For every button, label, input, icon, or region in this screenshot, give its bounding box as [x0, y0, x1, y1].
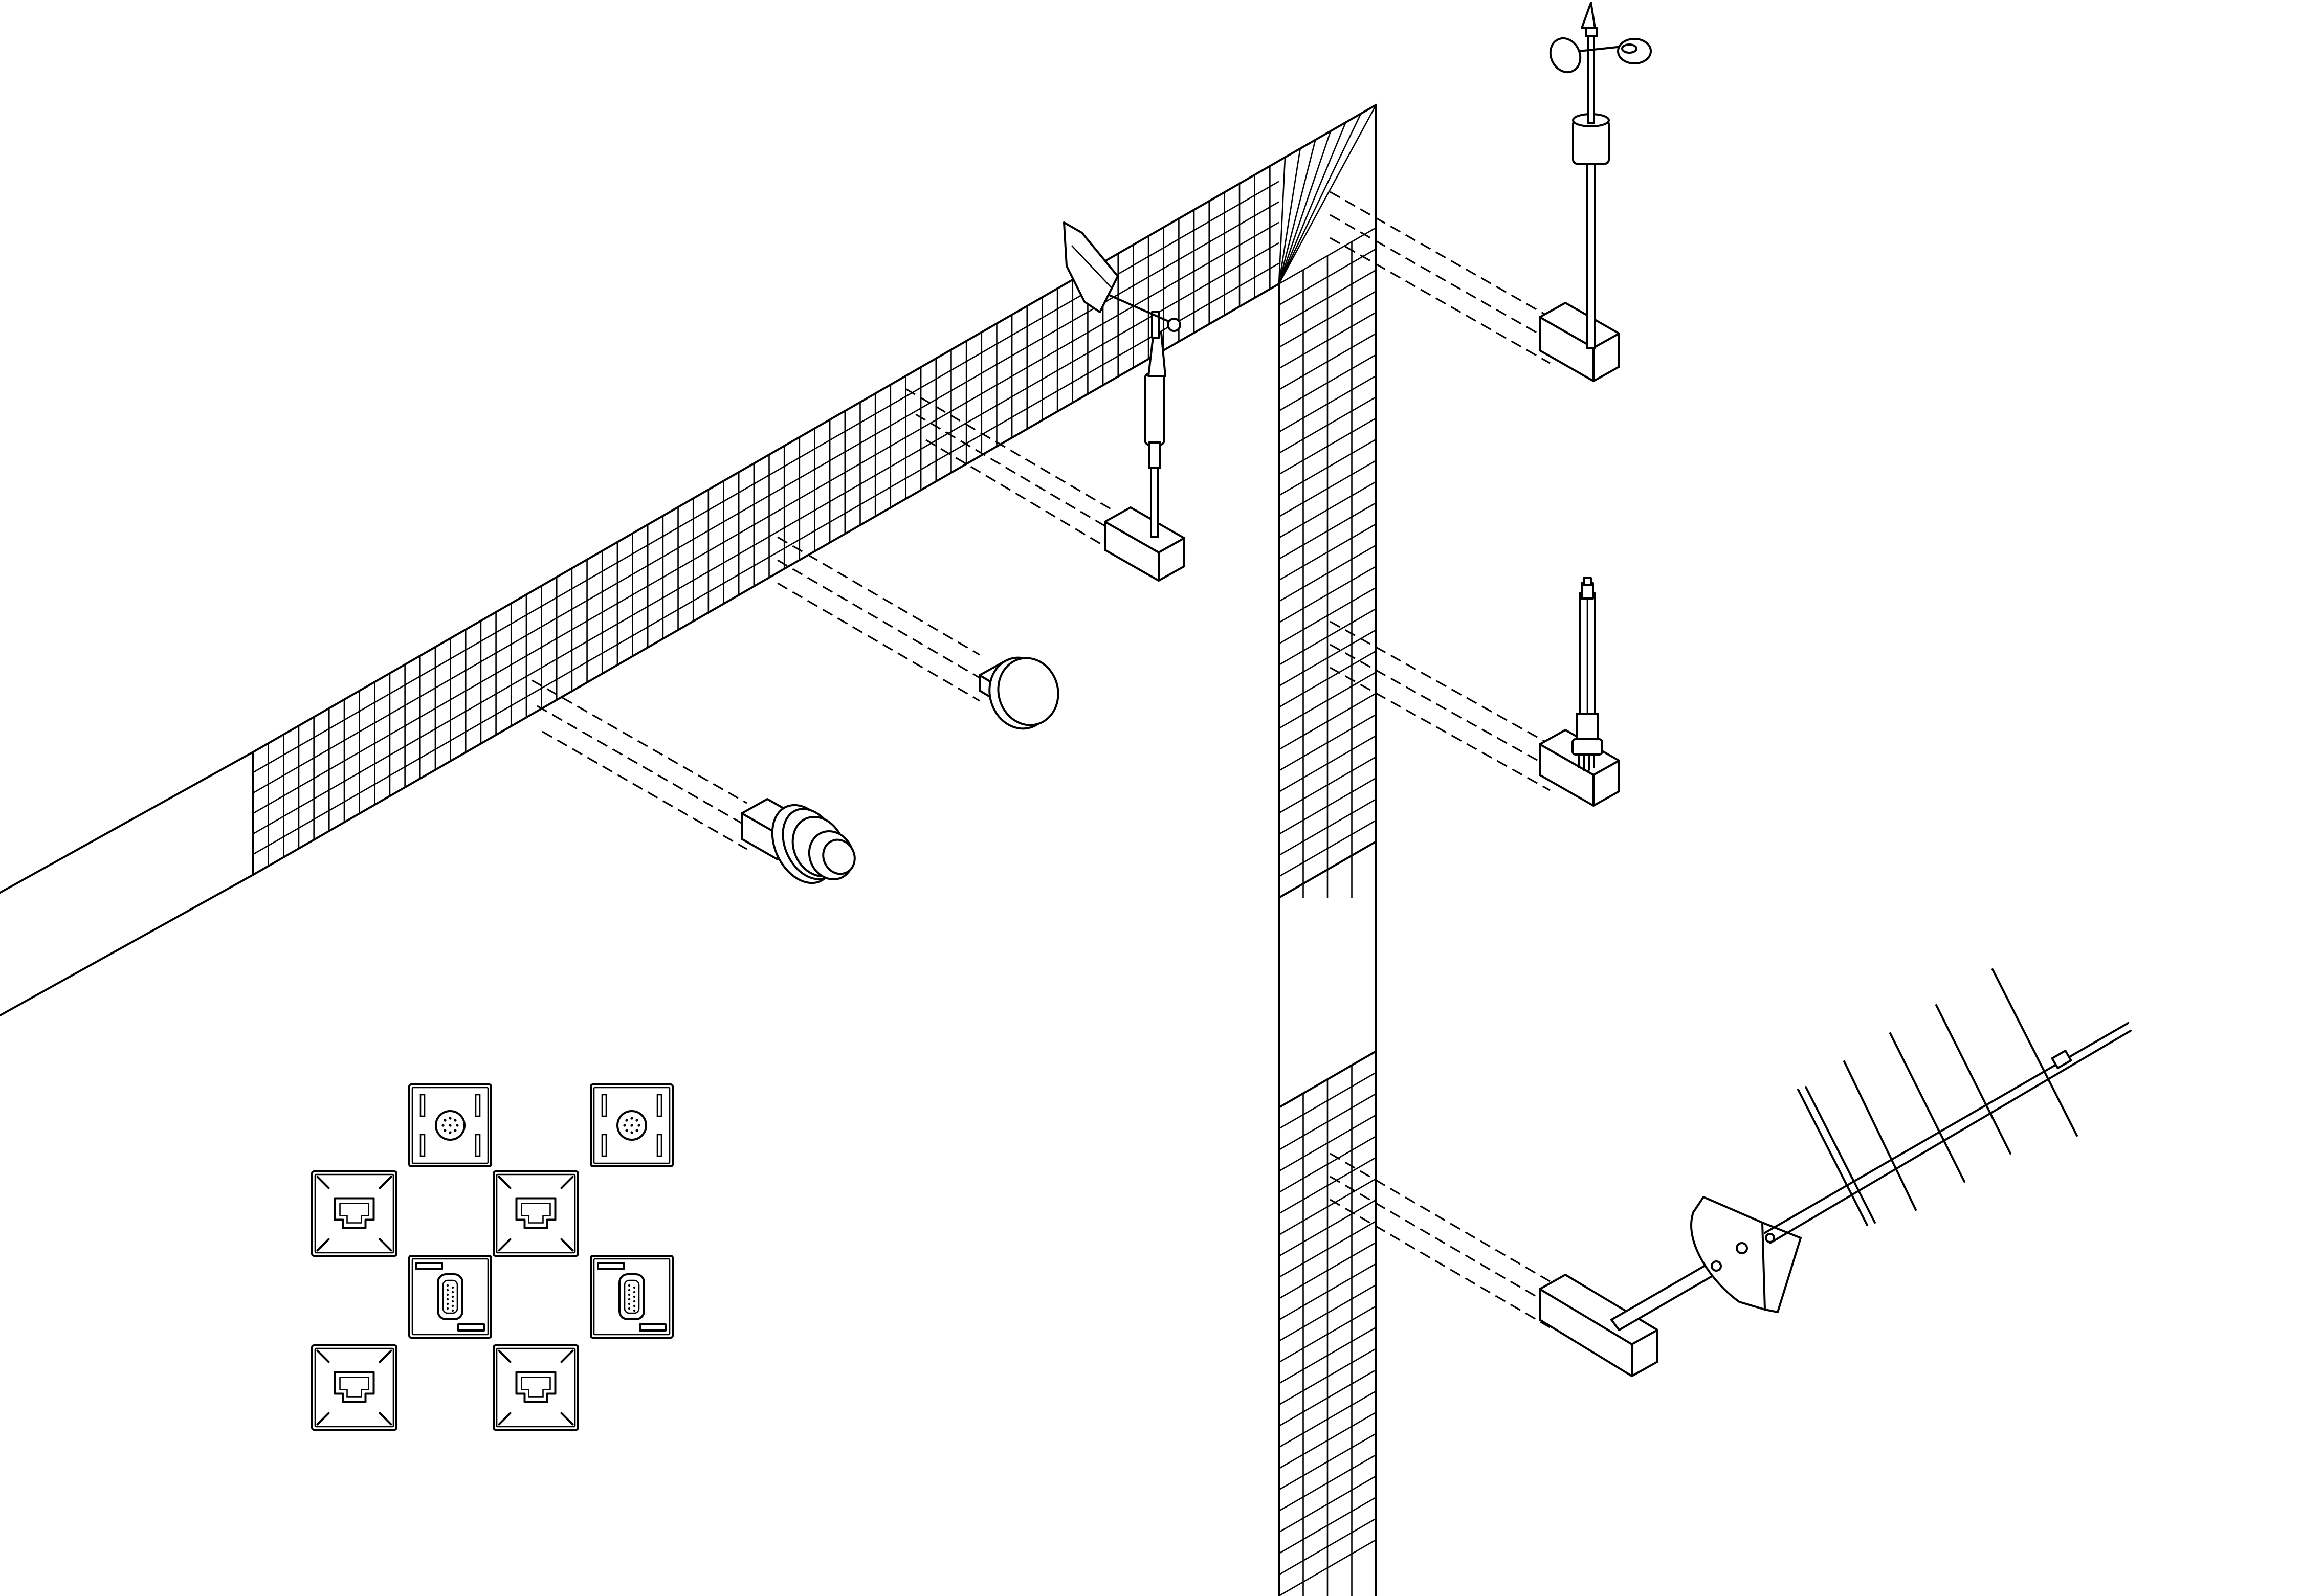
yagi-antenna — [1539, 968, 2132, 1377]
dome-sensor — [979, 656, 1059, 730]
icon-panel-round-connector — [590, 1083, 674, 1167]
temperature-probe — [1539, 577, 1620, 807]
round-connector-icon — [601, 1094, 662, 1157]
connector-icon-panels — [311, 1083, 674, 1431]
serial-port-icon — [415, 1262, 485, 1332]
mounting-guide-lines — [532, 191, 1551, 1328]
icon-panel-serial-port — [408, 1255, 492, 1339]
round-connector-icon — [419, 1094, 481, 1157]
icon-panel-rj45-port — [311, 1344, 397, 1431]
round-connector-sensor — [741, 798, 856, 884]
icon-panel-rj45-port — [311, 1170, 397, 1257]
mesh-wall — [0, 104, 1377, 1596]
rj45-port-icon — [498, 1349, 574, 1426]
beam-mesh-grid — [252, 104, 1377, 875]
icon-panel-rj45-port — [493, 1344, 579, 1431]
icon-panel-serial-port — [590, 1255, 674, 1339]
mesh-wall-vertical-post — [1278, 104, 1377, 1596]
wind-vane — [1063, 221, 1185, 582]
icon-panel-round-connector — [408, 1083, 492, 1167]
rj45-port-icon — [498, 1176, 574, 1252]
rj45-port-icon — [316, 1349, 392, 1426]
rj45-port-icon — [316, 1176, 392, 1252]
post-mesh-grid-lower — [1278, 1050, 1377, 1596]
icon-panel-rj45-port — [493, 1170, 579, 1257]
anemometer — [1539, 2, 1652, 382]
post-mesh-grid-upper — [1278, 227, 1377, 899]
serial-port-icon — [597, 1262, 667, 1332]
